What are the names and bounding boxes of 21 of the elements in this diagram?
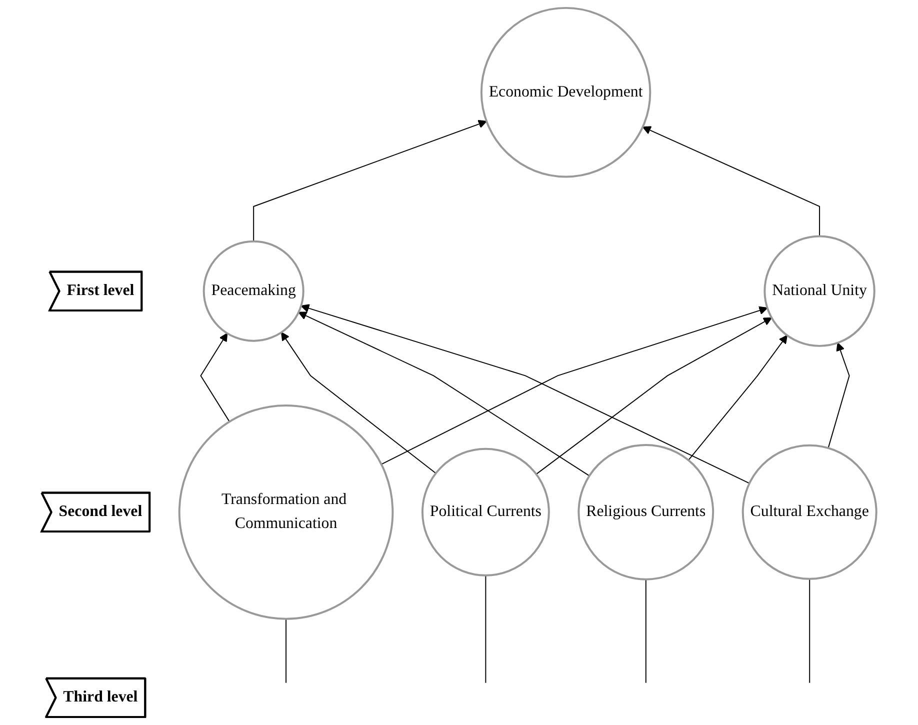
- node-circle: Peacemaking: [202, 240, 304, 342]
- connector: [286, 618, 287, 684]
- connector: [645, 578, 646, 684]
- arrow: [536, 317, 772, 475]
- node-circle: Political Currents: [421, 448, 550, 576]
- arrow: [828, 342, 850, 449]
- connector: [809, 578, 810, 684]
- arrow: [300, 304, 750, 484]
- node-circle: Religious Currents: [578, 444, 714, 580]
- arrow: [253, 120, 487, 242]
- node-circle: Cultural Exchange: [742, 444, 878, 580]
- node-circle: National Unity: [764, 235, 876, 347]
- node-circle: Transformation and Communication: [178, 404, 394, 620]
- arrow: [642, 126, 820, 237]
- arrow: [280, 332, 436, 474]
- arrow: [688, 334, 788, 461]
- node-circle: Economic Development: [480, 6, 652, 178]
- arrow: [200, 332, 230, 422]
- arrow: [298, 312, 590, 476]
- arrow: [380, 306, 768, 465]
- connector: [485, 574, 486, 684]
